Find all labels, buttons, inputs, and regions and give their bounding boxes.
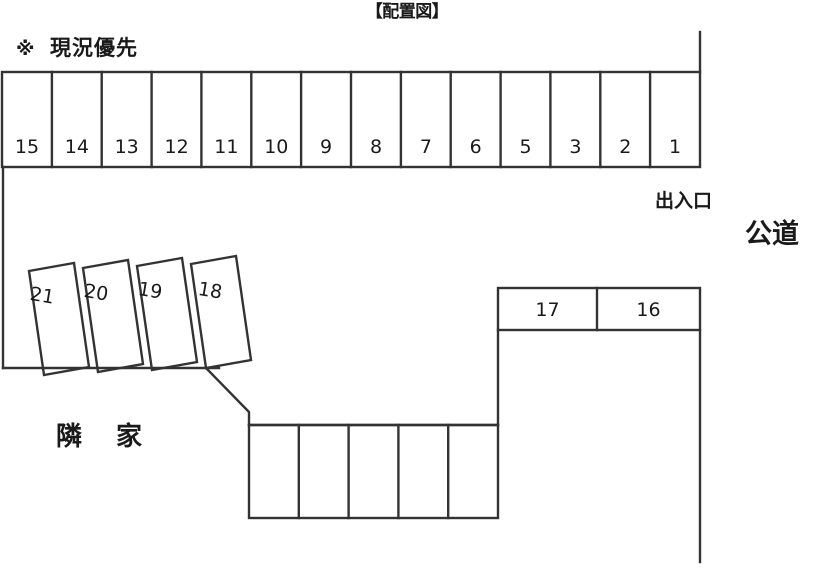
stall-number: 2 [619,136,632,158]
note-text: 現況優先 [50,36,138,60]
stall-number: 1 [669,136,682,158]
stall-number: 20 [82,280,110,306]
stall-number: 16 [636,299,661,321]
stall-number: 7 [419,136,432,158]
stall-number: 6 [469,136,482,158]
stall18-connector [204,366,251,427]
stall-number: 13 [114,136,139,158]
stall-number: 5 [519,136,532,158]
stall-number: 14 [64,136,89,158]
neighbor-house-label: 隣家 [56,422,177,452]
stall-number: 12 [164,136,189,158]
stall-number: 21 [28,283,56,309]
right-row-outline [496,286,702,332]
stall-number: 18 [196,278,224,304]
stall-number: 19 [136,278,164,304]
slanted-stall-20 [81,258,145,374]
bottom-row-dividers [297,423,450,520]
stall-number: 8 [369,136,383,158]
note-asterisk-icon: ※ [16,38,35,60]
slanted-stall-21 [27,261,91,377]
page-title: 【配置図】 [365,2,449,22]
stall-number: 3 [569,136,582,158]
stall-number: 11 [214,136,239,158]
stall-number: 17 [535,299,560,321]
bottom-row-outline [247,423,500,520]
slanted-stalls [27,254,253,377]
stall-number: 9 [320,136,333,158]
slanted-stall-19 [135,256,199,372]
stall-number: 10 [264,136,289,158]
slanted-stall-18 [189,254,253,370]
stall-number: 15 [14,136,40,158]
top-row-dividers [50,70,652,169]
